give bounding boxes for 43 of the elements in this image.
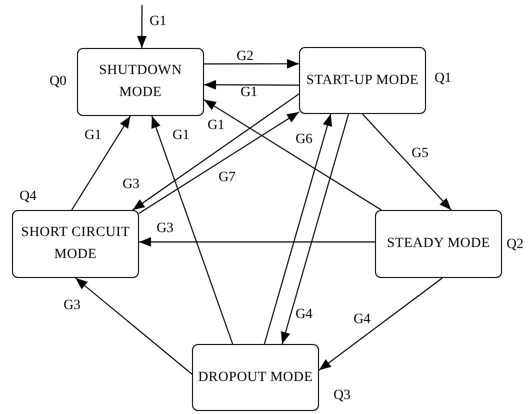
- state-name: STEADY MODE: [386, 235, 490, 253]
- arrow: [318, 278, 443, 371]
- arrow: [75, 278, 192, 375]
- edge-label: G1: [172, 128, 190, 144]
- arrow: [132, 93, 300, 210]
- state-box: [375, 210, 502, 278]
- state-label: Q3: [333, 388, 351, 404]
- edge-label: G4: [353, 312, 371, 328]
- state-name: SHORT CIRCUIT MODE: [20, 224, 131, 264]
- state-label: Q0: [49, 74, 67, 90]
- state-box: [192, 344, 319, 411]
- arrow: [204, 99, 382, 210]
- edge-label: G5: [411, 146, 429, 162]
- state-label: Q2: [506, 237, 524, 253]
- state-box: [77, 48, 204, 116]
- edge-label: G4: [295, 307, 313, 323]
- edge-label: G3: [156, 221, 174, 237]
- edge-label: G6: [295, 132, 313, 148]
- edge-label: G1: [84, 128, 102, 144]
- state-label: Q4: [19, 189, 37, 205]
- state-box: [12, 210, 139, 278]
- edge-label: G2: [236, 49, 254, 65]
- state-name: SHUTDOWN MODE: [98, 62, 183, 102]
- arrow: [151, 116, 234, 344]
- arrow: [280, 114, 350, 344]
- arrow: [204, 58, 299, 69]
- arrow: [204, 80, 299, 90]
- arrow: [264, 114, 332, 344]
- edge-label: G7: [218, 170, 236, 186]
- state-name: START-UP MODE: [306, 72, 419, 90]
- arrow: [71, 116, 131, 210]
- edge-label: G3: [63, 298, 81, 314]
- edge-label: G1: [149, 14, 167, 30]
- edge-label: G3: [122, 177, 140, 193]
- arrow: [139, 237, 375, 247]
- state-name: DROPOUT MODE: [198, 368, 313, 386]
- arrow: [138, 112, 300, 214]
- state-label: Q1: [434, 71, 452, 87]
- edge-label: G1: [240, 85, 258, 101]
- state-box: [299, 47, 426, 114]
- arrow: [137, 5, 147, 48]
- edge-label: G1: [207, 118, 225, 134]
- arrow: [362, 114, 452, 210]
